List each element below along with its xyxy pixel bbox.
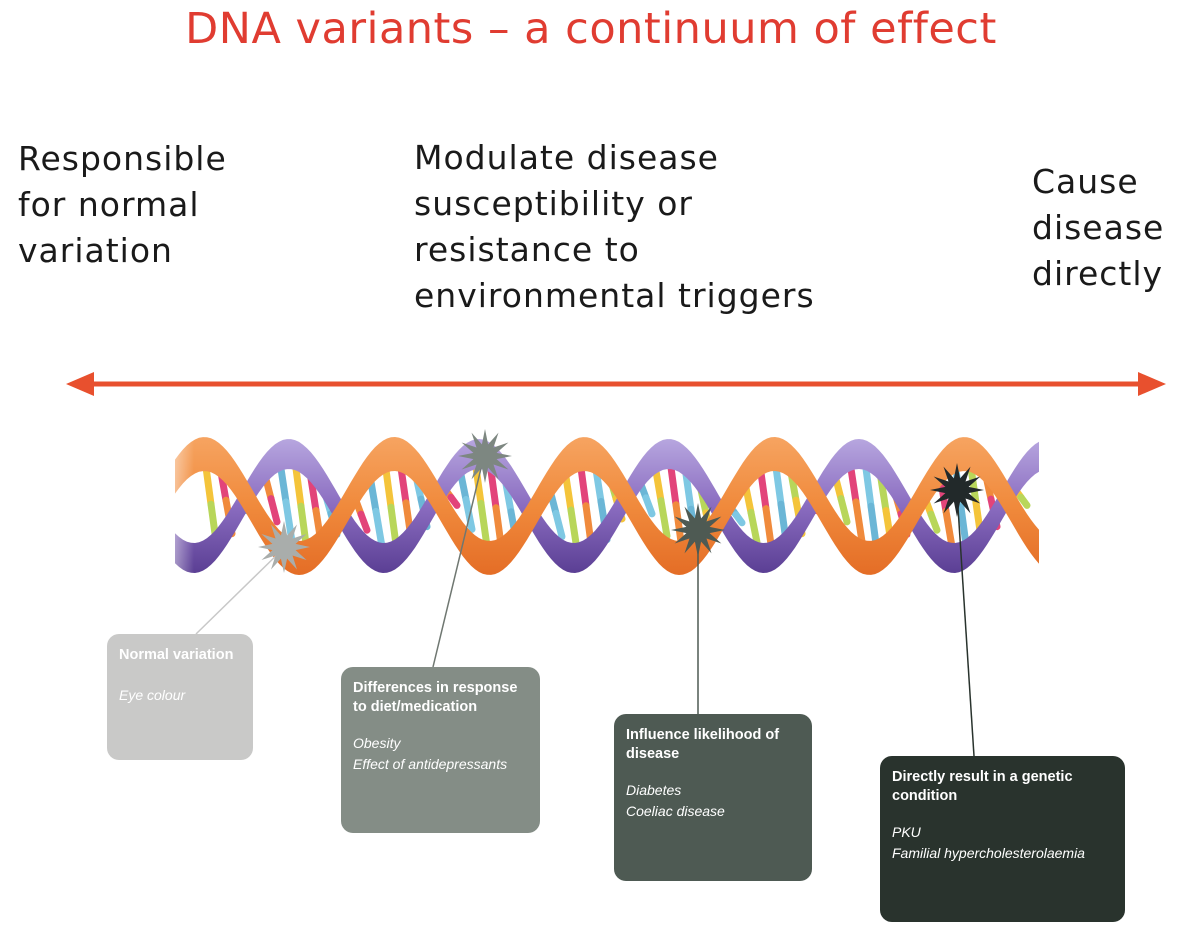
category-line: Modulate disease [414,138,719,177]
category-line: directly [1032,254,1164,293]
box-example: Obesity [353,735,401,751]
base-pair [732,511,746,527]
starburst-icon [671,503,725,557]
starburst-icon [458,429,512,483]
dna-strand-purple [175,439,1039,573]
starburst-icon [930,463,984,517]
double-headed-arrow-icon [66,372,1166,396]
diagram-title: DNA variants – a continuum of effect [185,4,997,54]
base-pair [747,508,761,546]
base-pair [477,499,491,550]
box-example: PKU [892,824,921,840]
category-line: Cause [1032,162,1139,201]
category-line: variation [18,231,173,270]
box-heading: Normal variation [119,647,234,663]
effect-box-normal-variation: Normal variation Eye colour [107,634,253,760]
effect-box-genetic-condition: Directly result in a genetic condition P… [880,756,1125,922]
box-heading: Directly result in a genetic condition [892,769,1073,804]
category-line: environmental triggers [414,276,815,315]
dna-helix-icon [170,420,1039,600]
effect-box-diet-medication: Differences in response to diet/medicati… [341,667,540,833]
box-example: Eye colour [119,687,186,703]
box-example: Familial hypercholesterolaemia [892,845,1085,861]
connector-lines [195,455,975,757]
base-pair [852,498,866,546]
box-heading: Differences in response to diet/medicati… [353,680,518,715]
box-examples: Diabetes Coeliac disease [626,780,800,822]
category-line: for normal [18,185,200,224]
base-pair [552,509,566,541]
base-pair [837,495,851,526]
base-pair [927,510,941,534]
category-line: disease [1032,208,1165,247]
base-pair [372,507,386,551]
base-pair [657,497,671,540]
base-pair [462,496,476,533]
base-pair [642,494,656,518]
box-example: Effect of antidepressants [353,756,508,772]
box-examples: PKU Familial hypercholesterolaemia [892,822,1113,864]
helix-fade [170,420,370,600]
category-line: resistance to [414,230,640,269]
base-pair [1017,493,1031,509]
box-heading: Influence likelihood of disease [626,727,780,762]
category-normal-variation: Responsible for normal variation [18,136,318,274]
box-examples: Eye colour [119,685,241,706]
category-line: Responsible [18,139,227,178]
category-cause-disease: Cause disease directly [1032,159,1182,297]
base-pair [942,507,956,551]
box-example: Coeliac disease [626,803,725,819]
base-pair [447,493,461,509]
box-examples: Obesity Effect of antidepressants [353,733,528,775]
starburst-icon [258,521,310,573]
category-line: susceptibility or [414,184,693,223]
effect-box-disease-likelihood: Influence likelihood of disease Diabetes… [614,714,812,881]
box-example: Diabetes [626,782,682,798]
category-modulate-susceptibility: Modulate disease susceptibility or resis… [414,135,894,319]
